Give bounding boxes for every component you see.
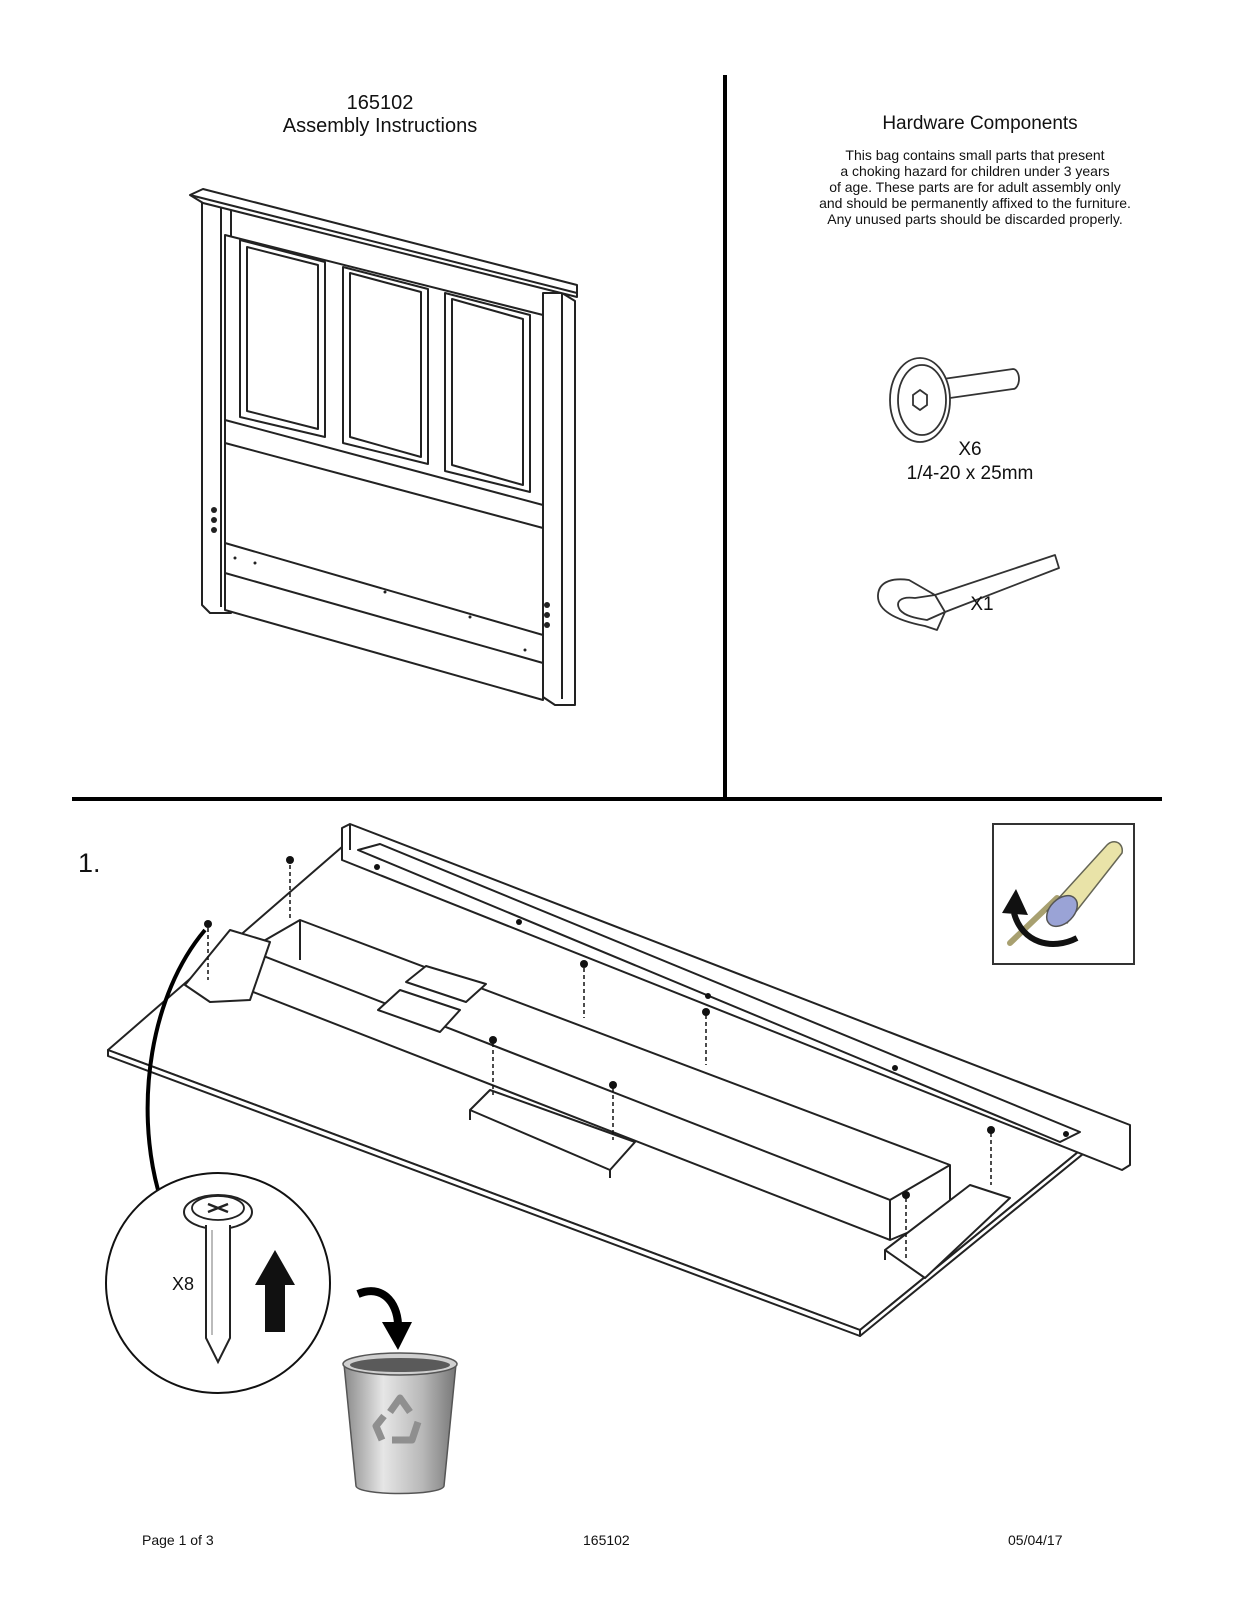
- bolt-size: 1/4-20 x 25mm: [906, 463, 1034, 484]
- footer-date: 05/04/17: [1008, 1532, 1063, 1548]
- bolt-spec: X6 1/4-20 x 25mm: [870, 438, 1070, 486]
- hardware-title: Hardware Components: [882, 113, 1078, 134]
- model-number: 165102: [346, 92, 414, 114]
- allen-key-quantity: X1: [970, 594, 994, 615]
- allen-key-icon: [877, 554, 1060, 631]
- doc-title: Assembly Instructions: [282, 115, 478, 137]
- warning-line: This bag contains small parts that prese…: [845, 147, 1105, 163]
- screw-callout: [105, 1172, 331, 1394]
- step1-headboard-back-illustration: [107, 823, 1131, 1337]
- warning-line: of age. These parts are for adult assemb…: [829, 179, 1121, 195]
- screw-quantity: X8: [172, 1274, 195, 1294]
- screwdriver-counterclockwise-icon: [992, 823, 1135, 965]
- warning-line: and should be permanently affixed to the…: [819, 195, 1131, 211]
- horizontal-divider: [72, 797, 1162, 801]
- bolt-quantity: X6: [958, 439, 982, 460]
- title-block: 165102 Assembly Instructions: [230, 92, 530, 138]
- discard-arrow: [356, 1287, 412, 1350]
- warning-line: a choking hazard for children under 3 ye…: [840, 163, 1110, 179]
- callout-leader-line: [145, 928, 207, 1191]
- screw-remove-icon: [183, 1194, 253, 1365]
- vertical-divider: [723, 75, 727, 800]
- up-arrow-icon: [255, 1250, 295, 1332]
- trash-can-recycle-icon: [342, 1352, 458, 1495]
- footer-page: Page 1 of 3: [142, 1532, 214, 1548]
- footer-model: 165102: [583, 1532, 630, 1548]
- headboard-illustration: [189, 188, 578, 706]
- warning-line: Any unused parts should be discarded pro…: [827, 211, 1123, 227]
- choking-warning: This bag contains small parts that prese…: [780, 147, 1170, 227]
- step-number: 1.: [78, 848, 101, 878]
- hex-bolt-icon: [889, 357, 1020, 443]
